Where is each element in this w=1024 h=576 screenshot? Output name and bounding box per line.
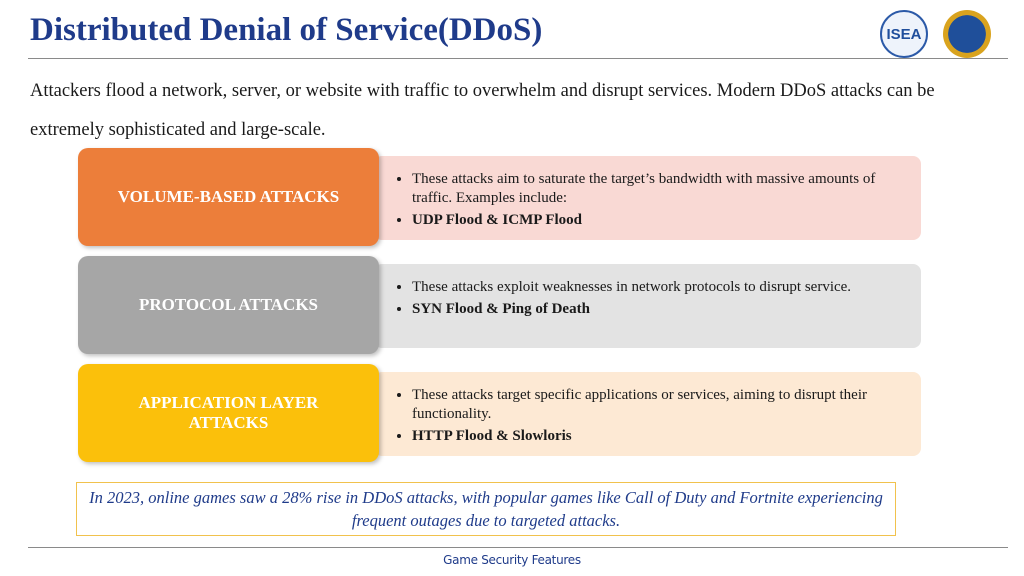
cdac-logo [943,10,991,58]
attack-label: VOLUME-BASED ATTACKS [78,148,379,246]
attack-label: PROTOCOL ATTACKS [78,256,379,354]
intro-paragraph: Attackers flood a network, server, or we… [30,81,935,140]
attack-row-volume: These attacks aim to saturate the target… [78,148,923,246]
isea-logo: ISEA [880,10,928,58]
footer-divider [28,547,1008,548]
attack-row-application: These attacks target specific applicatio… [78,364,923,462]
attack-description: These attacks exploit weaknesses in netw… [412,278,907,297]
attack-description-box: These attacks exploit weaknesses in netw… [374,264,921,348]
attack-description-box: These attacks target specific applicatio… [374,372,921,456]
attack-label: APPLICATION LAYER ATTACKS [78,364,379,462]
page-title: Distributed Denial of Service(DDoS) [30,12,543,48]
attack-examples: UDP Flood & ICMP Flood [412,211,907,230]
attack-description: These attacks aim to saturate the target… [412,170,907,208]
attack-description: These attacks target specific applicatio… [412,386,907,424]
attack-row-protocol: These attacks exploit weaknesses in netw… [78,256,923,354]
isea-logo-text: ISEA [886,25,922,43]
footer-text: Game Security Features [443,553,581,567]
fact-box: In 2023, online games saw a 28% rise in … [76,482,896,536]
attack-examples: HTTP Flood & Slowloris [412,427,907,446]
attack-examples: SYN Flood & Ping of Death [412,300,907,319]
title-divider [28,58,1008,59]
attack-description-box: These attacks aim to saturate the target… [374,156,921,240]
